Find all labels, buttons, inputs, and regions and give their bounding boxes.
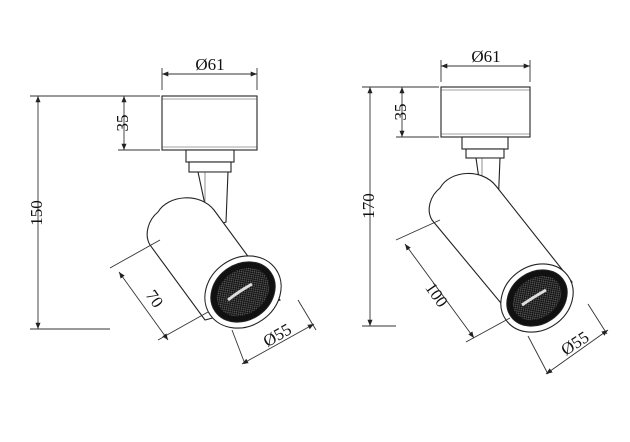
left-base-diameter-label: Ø61: [195, 55, 224, 74]
right-fixture: Ø61 35 170 100 Ø55: [359, 47, 609, 375]
left-lens-highlight: [227, 282, 253, 302]
left-base-height-label: 35: [113, 115, 132, 132]
right-head-length-label: 100: [421, 279, 451, 311]
left-base: [161, 95, 258, 151]
right-adapter: [461, 136, 509, 150]
right-base: [440, 86, 531, 138]
left-total-height-label: 150: [27, 200, 46, 226]
left-adapter: [185, 149, 235, 163]
right-base-diameter-label: Ø61: [471, 47, 500, 66]
right-base-height-label: 35: [391, 104, 410, 121]
left-fixture: Ø61 35 150 70 Ø55: [27, 55, 317, 365]
right-head-diameter-label: Ø55: [558, 327, 593, 359]
right-total-height-label: 170: [359, 193, 378, 219]
left-head-diameter-label: Ø55: [260, 320, 295, 351]
left-head-length-label: 70: [142, 286, 167, 311]
right-lens-highlight: [521, 288, 547, 307]
